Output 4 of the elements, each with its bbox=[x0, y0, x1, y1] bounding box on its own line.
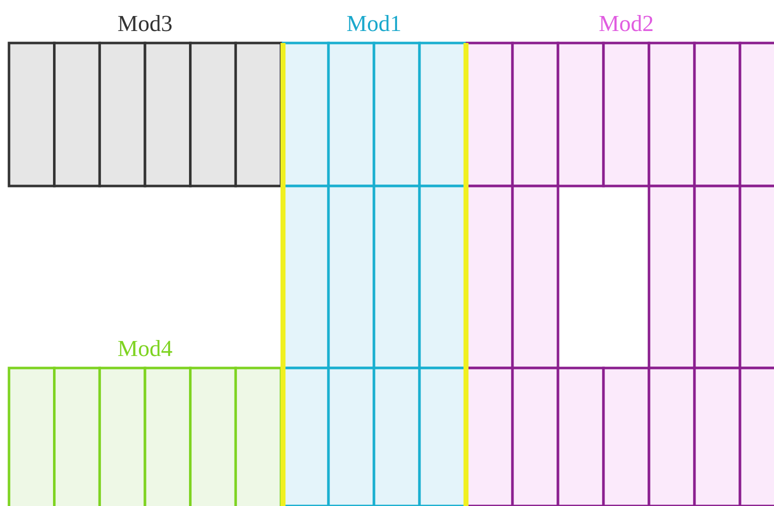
module-label: Mod2 bbox=[598, 10, 654, 38]
module-label: Mod1 bbox=[346, 10, 402, 38]
module-label: Mod4 bbox=[118, 335, 172, 363]
module-label: Mod3 bbox=[118, 10, 172, 38]
